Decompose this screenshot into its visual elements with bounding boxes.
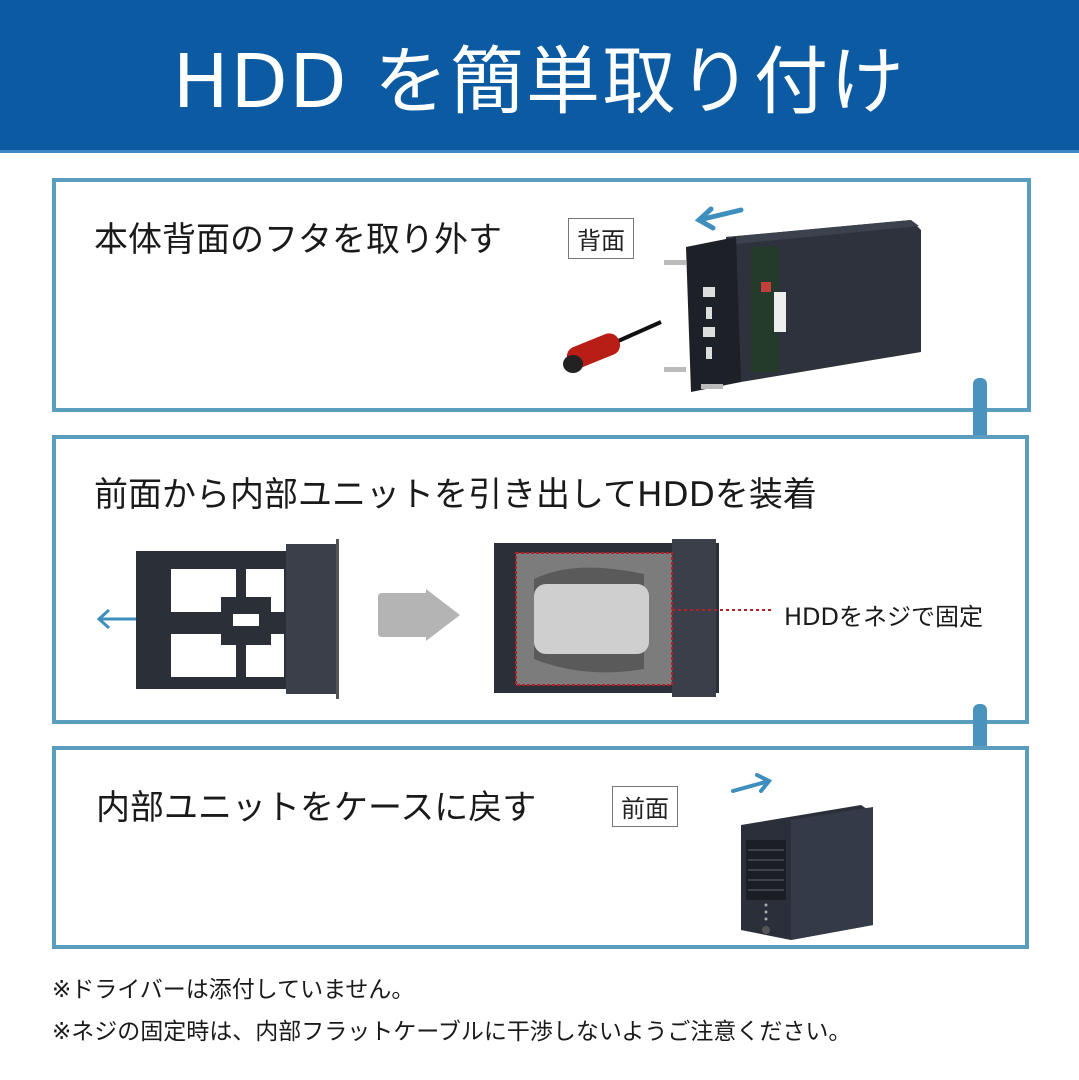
note-driver-not-included: ※ドライバーは添付していません。 [52,977,415,1003]
step-2-panel: 前面から内部ユニットを引き出してHDDを装着 HDDをネジで固定 [52,435,1029,724]
empty-drive-tray-illustration [96,539,339,699]
step-1-title: 本体背面のフタを取り外す [94,220,502,260]
step-3-title: 内部ユニットをケースに戻す [96,788,537,828]
page-title: HDD を簡単取り付け [172,38,907,125]
arrow-right-icon [731,773,773,793]
step-1-panel: 本体背面のフタを取り外す 背面 [52,178,1031,412]
callout-leader-line [672,609,772,611]
rear-view-tag: 背面 [568,218,634,259]
page-header: HDD を簡単取り付け [0,0,1079,153]
step-2-title: 前面から内部ユニットを引き出してHDDを装着 [94,475,817,515]
arrow-left-icon [694,206,744,231]
grey-arrow-right-icon [378,589,460,641]
assembled-enclosure-illustration [731,773,873,940]
front-view-tag: 前面 [612,786,678,827]
hdd-installed-tray-illustration [494,539,719,697]
step-3-panel: 内部ユニットをケースに戻す 前面 [52,746,1029,949]
screwdriver-icon [563,320,662,373]
note-cable-caution: ※ネジの固定時は、内部フラットケーブルに干渉しないようご注意ください。 [52,1019,852,1045]
rear-cover-removal-illustration [563,206,921,392]
arrow-left-icon [96,608,136,630]
screw-fix-callout: HDDをネジで固定 [784,603,984,631]
